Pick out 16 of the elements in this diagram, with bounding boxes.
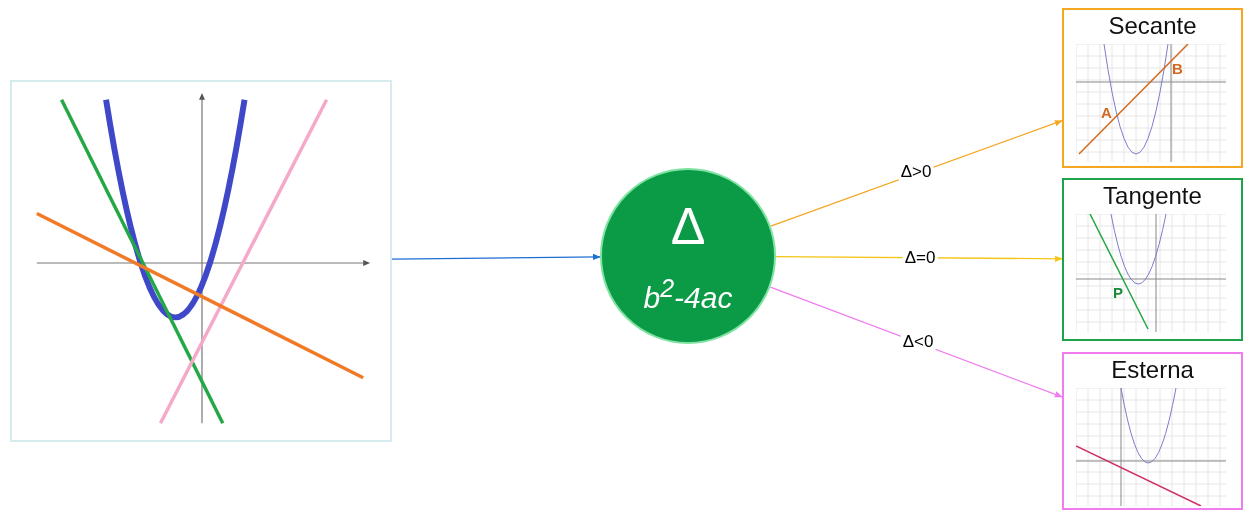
point-label: B (1172, 60, 1183, 77)
case-title: Tangente (1102, 182, 1203, 210)
delta-symbol: Δ (669, 196, 707, 256)
case-box (1062, 352, 1243, 510)
edge-label: Δ>0 (898, 162, 934, 182)
case-box (1062, 178, 1243, 341)
arrow (391, 253, 601, 261)
case-title: Secante (1107, 12, 1198, 40)
point-label: A (1101, 104, 1112, 121)
point-label: P (1113, 284, 1123, 301)
edge-label: Δ<0 (900, 332, 936, 352)
arrow (770, 120, 1063, 227)
case-box (1062, 8, 1243, 168)
formula-text: b$^{2}$-4ac (642, 274, 734, 315)
picture (10, 80, 392, 442)
case-title: Esterna (1110, 356, 1195, 384)
